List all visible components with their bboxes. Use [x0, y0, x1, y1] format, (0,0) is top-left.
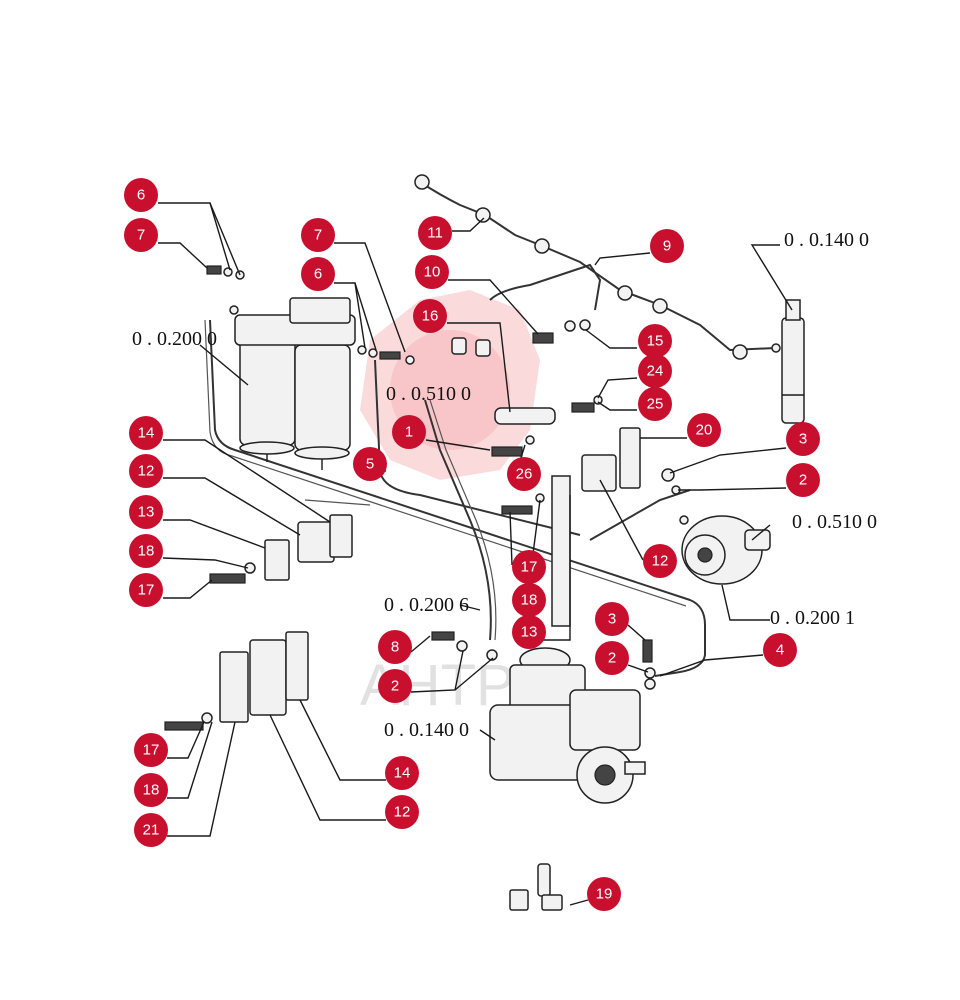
svg-text:24: 24	[647, 363, 664, 380]
callout-marker: 17	[129, 573, 163, 607]
callout-marker: 18	[129, 534, 163, 568]
ref-label: 0 . 0.140 0	[384, 719, 469, 741]
callout-marker: 6	[301, 257, 335, 291]
svg-text:4: 4	[776, 642, 784, 659]
svg-text:18: 18	[143, 782, 160, 799]
leader-lines	[158, 202, 793, 906]
callout-marker: 11	[418, 216, 452, 250]
svg-text:17: 17	[521, 559, 538, 576]
svg-text:19: 19	[596, 886, 613, 903]
callout-marker: 2	[595, 641, 629, 675]
svg-text:8: 8	[391, 639, 399, 656]
callout-marker: 2	[378, 669, 412, 703]
injector	[781, 299, 805, 424]
svg-text:2: 2	[608, 650, 616, 667]
callout-marker: 26	[507, 457, 541, 491]
ref-label: 0 . 0.510 0	[792, 511, 877, 533]
feed-pump	[661, 468, 771, 585]
svg-text:3: 3	[799, 431, 807, 448]
ref-label: 0 . 0.510 0	[386, 383, 471, 405]
filter-bolts	[206, 265, 415, 365]
svg-text:13: 13	[521, 624, 538, 641]
fuel-filter-assembly	[234, 297, 356, 470]
svg-text:7: 7	[314, 227, 322, 244]
callout-marker: 5	[353, 447, 387, 481]
svg-text:6: 6	[314, 266, 322, 283]
callout-marker: 25	[638, 387, 672, 421]
callout-marker: 20	[687, 413, 721, 447]
callout-marker: 13	[512, 615, 546, 649]
svg-text:14: 14	[394, 765, 411, 782]
svg-text:10: 10	[424, 264, 441, 281]
svg-text:12: 12	[652, 553, 669, 570]
svg-text:21: 21	[143, 822, 160, 839]
svg-text:15: 15	[647, 333, 664, 350]
callout-marker: 24	[638, 354, 672, 388]
callout-marker: 12	[643, 544, 677, 578]
leak-off-line	[414, 174, 781, 360]
svg-text:2: 2	[391, 678, 399, 695]
svg-text:14: 14	[138, 425, 155, 442]
callout-marker: 15	[638, 324, 672, 358]
svg-text:18: 18	[521, 592, 538, 609]
svg-text:1: 1	[405, 424, 413, 441]
callout-marker: 10	[415, 255, 449, 289]
callout-marker: 19	[587, 877, 621, 911]
callout-marker: 2	[786, 463, 820, 497]
svg-text:20: 20	[696, 422, 713, 439]
callout-marker: 21	[134, 813, 168, 847]
callout-marker: 6	[124, 178, 158, 212]
callout-marker: 16	[413, 299, 447, 333]
svg-text:5: 5	[366, 456, 374, 473]
svg-text:18: 18	[138, 543, 155, 560]
svg-text:17: 17	[138, 582, 155, 599]
injection-pump	[431, 631, 656, 804]
callout-marker: 18	[512, 583, 546, 617]
svg-text:12: 12	[138, 463, 155, 480]
svg-text:13: 13	[138, 504, 155, 521]
svg-text:16: 16	[422, 308, 439, 325]
callout-marker: 13	[129, 495, 163, 529]
part-19-hardware	[509, 863, 563, 911]
center-mount	[501, 427, 641, 627]
svg-text:9: 9	[663, 238, 671, 255]
callout-marker: 12	[385, 795, 419, 829]
ref-label: 0 . 0.200 6	[384, 594, 469, 616]
callout-marker: 1	[392, 415, 426, 449]
ref-label: 0 . 0.140 0	[784, 229, 869, 251]
svg-text:12: 12	[394, 804, 411, 821]
callout-marker: 7	[124, 218, 158, 252]
svg-text:25: 25	[647, 396, 664, 413]
callout-marker: 8	[378, 630, 412, 664]
reference-labels: 0 . 0.140 0 0 . 0.200 0 0 . 0.510 0 0 . …	[132, 229, 877, 741]
svg-text:3: 3	[608, 611, 616, 628]
callout-marker: 17	[512, 550, 546, 584]
svg-text:2: 2	[799, 472, 807, 489]
callout-marker: 4	[763, 633, 797, 667]
callout-marker: 14	[385, 756, 419, 790]
svg-text:26: 26	[516, 466, 533, 483]
callout-marker: 18	[134, 773, 168, 807]
lower-left-mount	[164, 631, 309, 731]
svg-text:7: 7	[137, 227, 145, 244]
svg-text:6: 6	[137, 187, 145, 204]
callout-marker: 3	[786, 422, 820, 456]
callout-marker: 17	[134, 733, 168, 767]
ref-label: 0 . 0.200 1	[770, 607, 855, 629]
svg-text:17: 17	[143, 742, 160, 759]
callout-marker: 12	[129, 454, 163, 488]
ref-label: 0 . 0.200 0	[132, 328, 217, 350]
callout-marker: 7	[301, 218, 335, 252]
callout-marker: 3	[595, 602, 629, 636]
callout-marker: 9	[650, 229, 684, 263]
svg-text:11: 11	[427, 225, 443, 242]
left-mount	[209, 514, 353, 584]
callout-marker: 14	[129, 416, 163, 450]
callouts: 6 7 7 6 11 9 10 16 15 24 25 20 3 2 1 5 2…	[124, 178, 820, 911]
